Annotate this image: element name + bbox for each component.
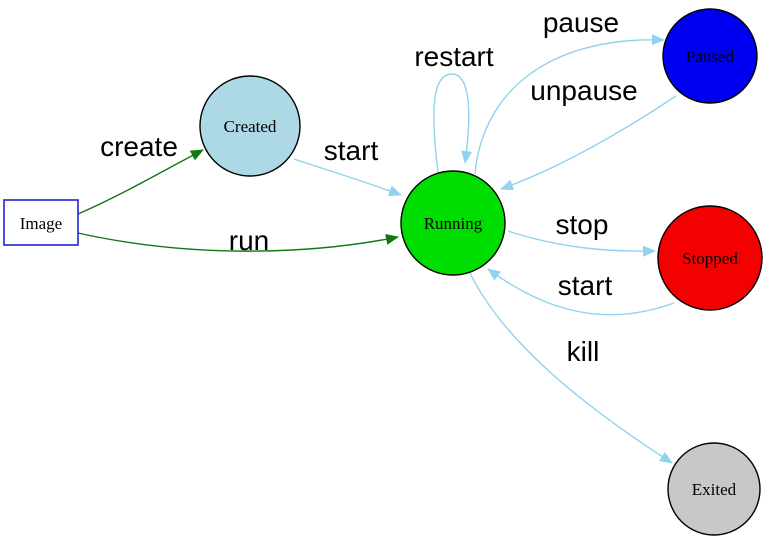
paused-node-label: Paused (686, 47, 735, 66)
stop-arrow (507, 230, 656, 257)
node-created: Created (199, 75, 301, 177)
created-node-label: Created (224, 117, 277, 136)
stopped-node-label: Stopped (682, 249, 738, 268)
node-exited: Exited (667, 442, 761, 536)
running-circle (400, 170, 506, 276)
kill-label: kill (567, 336, 600, 367)
run-label: run (229, 225, 269, 256)
created-circle (199, 75, 301, 177)
start-from-stopped-arrow (487, 268, 675, 316)
running-node-label: Running (424, 214, 483, 233)
unpause-label: unpause (530, 75, 637, 106)
stop-label: stop (556, 209, 609, 240)
node-paused: Paused (662, 8, 758, 104)
start-from-stopped-label: start (558, 270, 613, 301)
image-node-label: Image (20, 214, 62, 233)
edge-labels-layer: create run start restart pause unpause s… (100, 7, 638, 367)
node-image: Image (3, 199, 79, 246)
node-running: Running (400, 170, 506, 276)
node-stopped: Stopped (657, 205, 763, 311)
create-label: create (100, 131, 178, 162)
image-box (3, 199, 79, 246)
edges-layer (77, 34, 677, 464)
paused-circle (662, 8, 758, 104)
pause-label: pause (543, 7, 619, 38)
exited-node-label: Exited (692, 480, 737, 499)
exited-circle (667, 442, 761, 536)
restart-label: restart (414, 41, 494, 72)
start-from-created-arrow (293, 158, 402, 196)
create-arrow (77, 149, 204, 215)
start-from-created-label: start (324, 135, 379, 166)
run-arrow (77, 232, 399, 252)
restart-self-loop-arrow (433, 73, 473, 173)
unpause-arrow (500, 95, 677, 191)
pause-arrow (474, 34, 665, 175)
stopped-circle (657, 205, 763, 311)
kill-arrow (469, 272, 673, 464)
